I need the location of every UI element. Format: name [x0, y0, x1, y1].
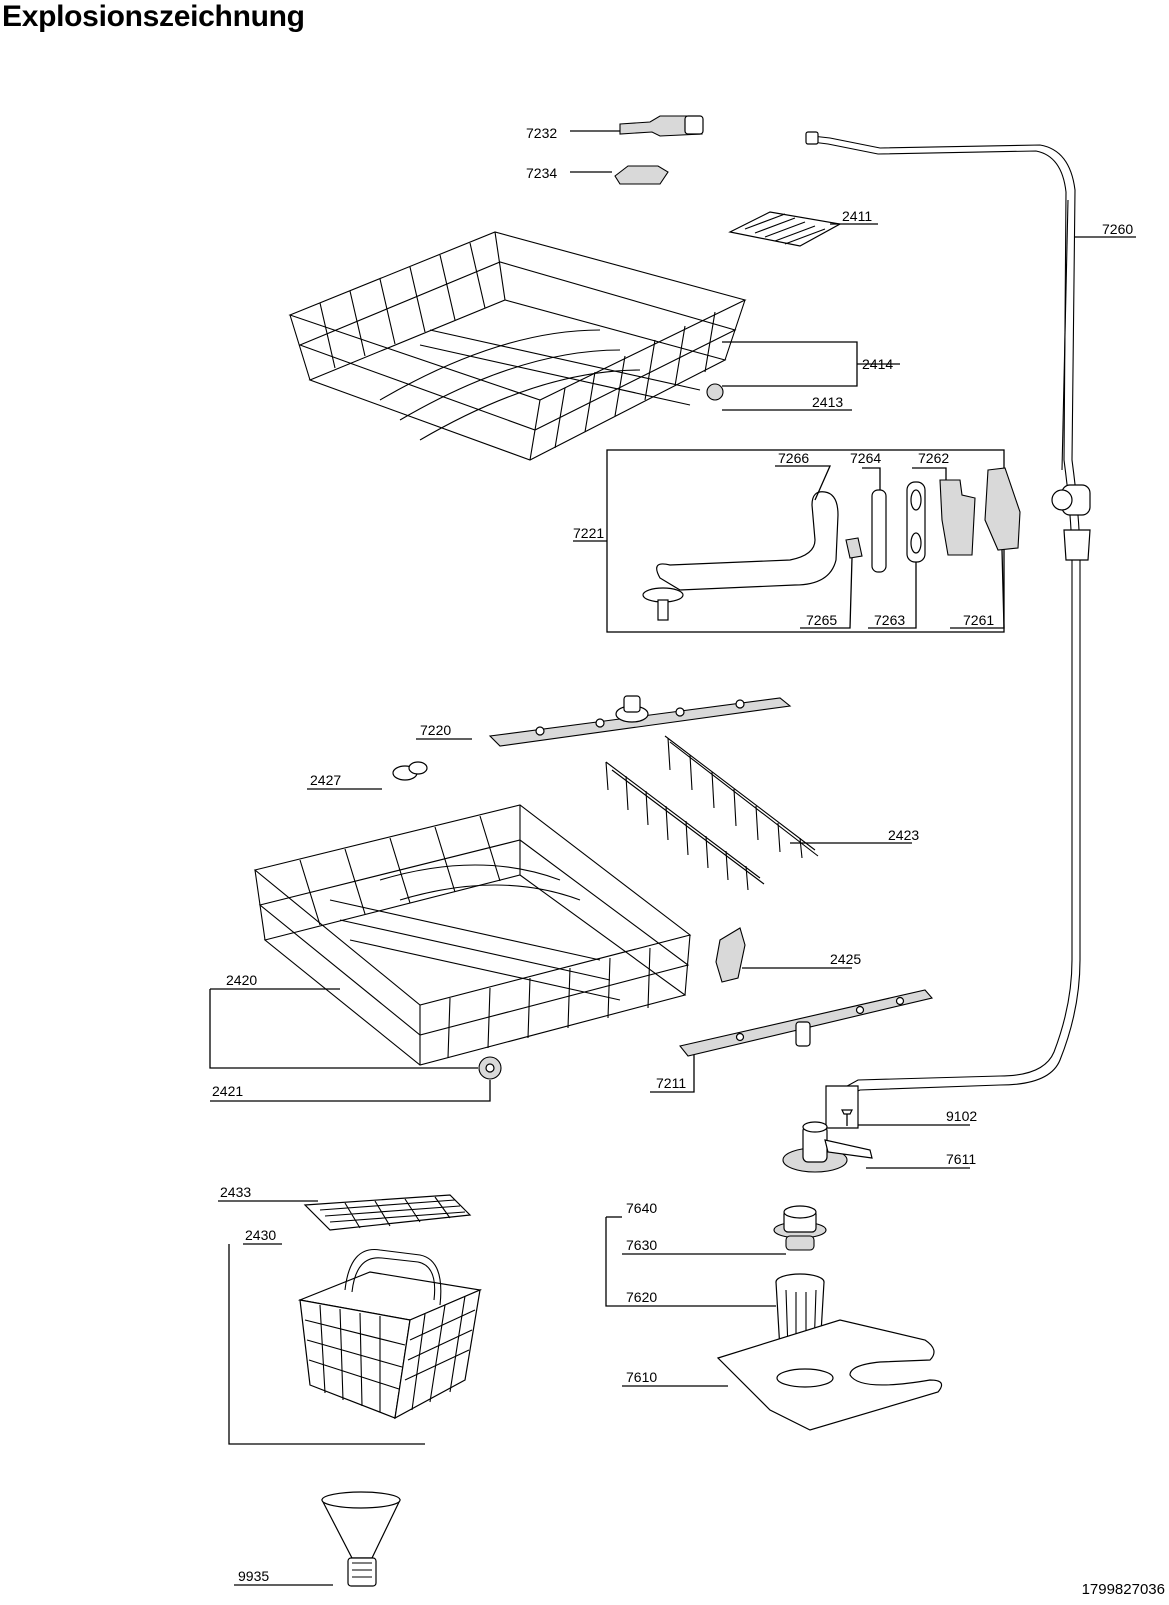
label-7221: 7221: [573, 525, 604, 541]
part-2411-icon: [728, 211, 842, 247]
upper-basket-icon: [288, 231, 747, 461]
label-7611: 7611: [946, 1151, 976, 1167]
leader-lines: [209, 130, 1136, 1586]
part-2421-icon: [478, 1056, 502, 1080]
part-9935-icon: [321, 1491, 401, 1587]
page-title: Explosionszeichnung: [2, 0, 305, 33]
label-7265: 7265: [806, 612, 837, 628]
part-2427-icon: [392, 761, 428, 781]
part-2413-icon: [706, 383, 724, 401]
label-7234: 7234: [526, 165, 557, 181]
label-7610: 7610: [626, 1369, 657, 1385]
label-7266: 7266: [778, 450, 809, 466]
part-7611-icon: [782, 1121, 873, 1173]
label-7261: 7261: [963, 612, 994, 628]
label-2430: 2430: [245, 1227, 276, 1243]
label-7264: 7264: [850, 450, 881, 466]
cutlery-basket-icon: [297, 1248, 483, 1420]
part-7630-icon: [773, 1205, 827, 1251]
label-7620: 7620: [626, 1289, 657, 1305]
label-2427: 2427: [310, 772, 341, 788]
label-2414: 2414: [862, 356, 893, 372]
part-9102-icon: [841, 1109, 853, 1126]
document-number: 1799827036: [1081, 1581, 1165, 1598]
label-7260: 7260: [1102, 221, 1133, 237]
label-7630: 7630: [626, 1237, 657, 1253]
upper-spray-arm-assembly-box: [606, 449, 1021, 633]
part-2433-icon: [303, 1194, 472, 1231]
part-2425-icon: [715, 927, 746, 983]
label-2423: 2423: [888, 827, 919, 843]
label-7640: 7640: [626, 1200, 657, 1216]
part-7234-icon: [614, 165, 669, 185]
part-2423-icon: [605, 735, 819, 891]
label-2411: 2411: [842, 208, 872, 224]
part-7232-icon: [619, 115, 704, 137]
label-2421: 2421: [212, 1083, 243, 1099]
lower-spray-arm-icon: [679, 989, 934, 1057]
label-9102: 9102: [946, 1108, 977, 1124]
middle-spray-arm-icon: [488, 695, 792, 747]
label-9935: 9935: [238, 1568, 269, 1584]
label-2433: 2433: [220, 1184, 251, 1200]
label-7211: 7211: [656, 1075, 686, 1091]
part-labels: 7232 7234 2411 7260 2414 2413 7266 7264 …: [212, 125, 1133, 1584]
label-7263: 7263: [874, 612, 905, 628]
part-7610-icon: [716, 1319, 943, 1431]
label-2420: 2420: [226, 972, 257, 988]
label-2425: 2425: [830, 951, 861, 967]
label-2413: 2413: [812, 394, 843, 410]
lower-basket-icon: [253, 804, 692, 1066]
label-7232: 7232: [526, 125, 557, 141]
spray-arm-supply-pipe: [805, 131, 1091, 1129]
label-7220: 7220: [420, 722, 451, 738]
label-7262: 7262: [918, 450, 949, 466]
